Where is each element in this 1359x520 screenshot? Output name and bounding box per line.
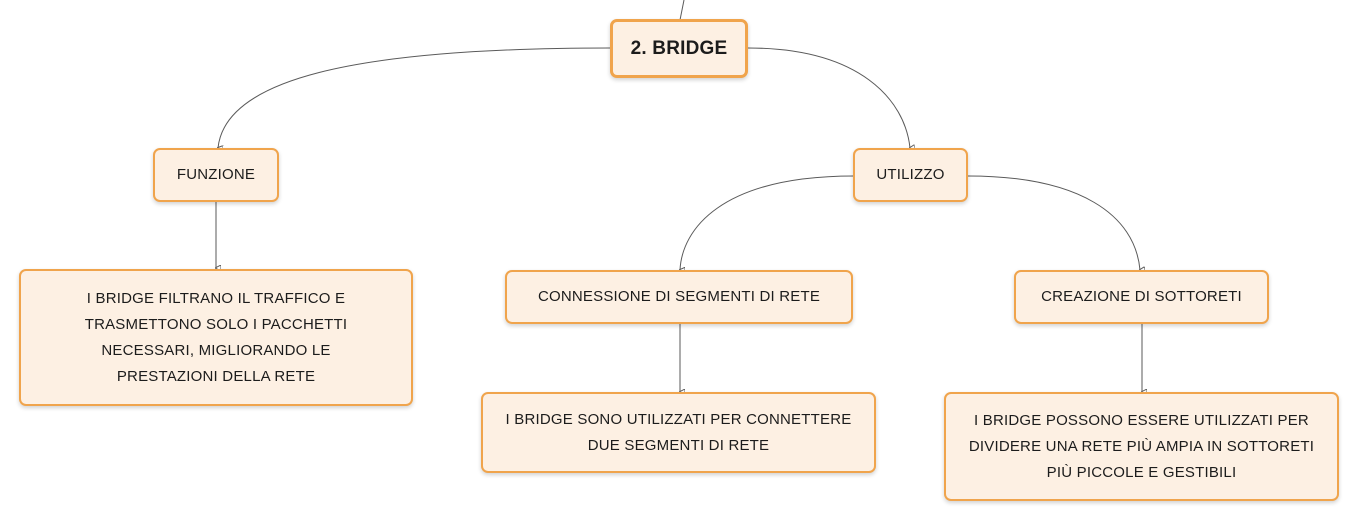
connector-utilizzo-to-sottoreti	[967, 175, 1140, 270]
root-node[interactable]: 2. BRIDGE	[610, 19, 748, 78]
utilizzo-node-label: UTILIZZO	[876, 166, 945, 183]
connector-incoming	[679, 0, 685, 21]
root-node-label: 2. BRIDGE	[630, 37, 728, 59]
funzione-description-text: I BRIDGE FILTRANO IL TRAFFICO E TRASMETT…	[84, 289, 348, 385]
connessione-description-node[interactable]: I BRIDGE SONO UTILIZZATI PER CONNETTERE …	[481, 392, 876, 473]
funzione-description-node[interactable]: I BRIDGE FILTRANO IL TRAFFICO E TRASMETT…	[19, 269, 413, 406]
connector-root-to-utilizzo	[747, 47, 910, 148]
funzione-node[interactable]: FUNZIONE	[153, 148, 279, 202]
sottoreti-description-text: I BRIDGE POSSONO ESSERE UTILIZZATI PER D…	[968, 411, 1315, 481]
connessione-node-label: CONNESSIONE DI SEGMENTI DI RETE	[537, 288, 821, 305]
connector-utilizzo-to-connessione	[680, 175, 855, 270]
connessione-description-text: I BRIDGE SONO UTILIZZATI PER CONNETTERE …	[505, 410, 852, 454]
sottoreti-node-label: CREAZIONE DI SOTTORETI	[1041, 288, 1242, 305]
connessione-node[interactable]: CONNESSIONE DI SEGMENTI DI RETE	[505, 270, 853, 324]
sottoreti-description-node[interactable]: I BRIDGE POSSONO ESSERE UTILIZZATI PER D…	[944, 392, 1339, 501]
funzione-node-label: FUNZIONE	[176, 166, 256, 183]
connector-root-to-funzione	[218, 47, 611, 148]
utilizzo-node[interactable]: UTILIZZO	[853, 148, 968, 202]
sottoreti-node[interactable]: CREAZIONE DI SOTTORETI	[1014, 270, 1269, 324]
